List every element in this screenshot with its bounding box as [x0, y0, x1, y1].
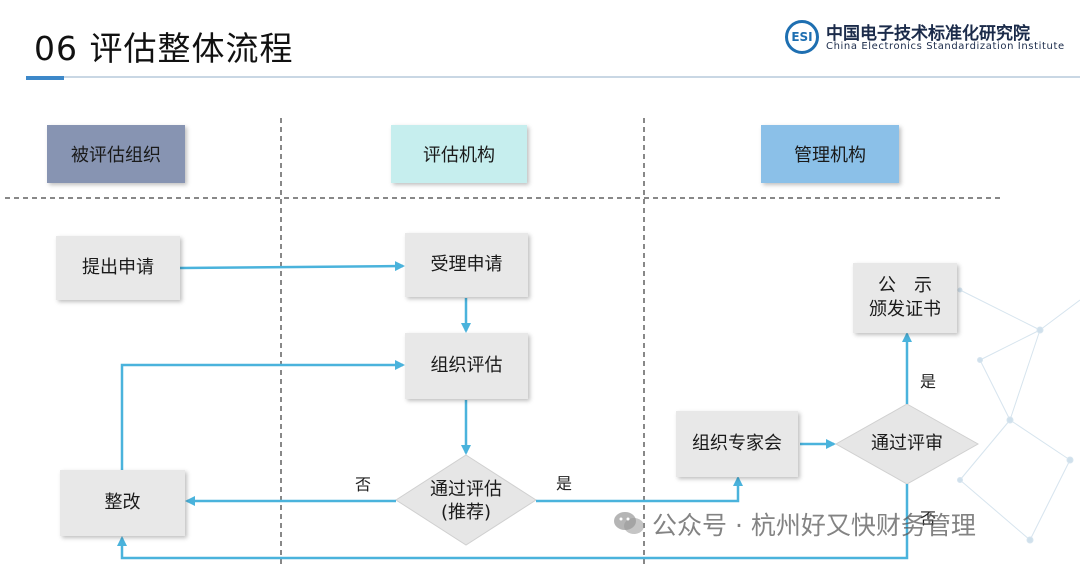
edge-label-yes-right: 是 [556, 474, 573, 493]
decision-pass-review [834, 403, 980, 485]
node-expert-meeting: 组织专家会 [676, 411, 798, 477]
arrow-decision-to-experts [536, 476, 743, 503]
institute-name-en: China Electronics Standardization Instit… [826, 41, 1065, 52]
arrow-submit-to-accept [179, 261, 405, 272]
node-label-line1: 公 示 [878, 274, 932, 296]
header-accent-bar [26, 76, 64, 80]
lane-header-assessment-agency: 评估机构 [391, 125, 527, 183]
node-rectify: 整改 [60, 470, 185, 536]
node-label: 整改 [104, 491, 141, 513]
node-organize-assessment: 组织评估 [405, 333, 528, 399]
arrow-rectify-to-organize [120, 360, 405, 470]
institute-logo-icon: ESI [785, 20, 819, 54]
node-label: 受理申请 [430, 253, 503, 275]
node-label: 提出申请 [82, 256, 154, 278]
node-label: 组织评估 [430, 354, 503, 376]
node-label-line2: 颁发证书 [869, 299, 941, 320]
watermark-text: 公众号 · 杭州好又快财务管理 [652, 511, 976, 540]
node-submit-application: 提出申请 [56, 236, 180, 300]
header-divider [26, 76, 1080, 78]
edge-label-yes-up: 是 [920, 372, 937, 391]
lane-header-label: 管理机构 [794, 145, 866, 166]
edge-label-no-left: 否 [355, 475, 372, 494]
lane-header-label: 被评估组织 [71, 145, 161, 166]
arrow-review-no-to-rectify [117, 484, 909, 560]
page-title: 06 评估整体流程 [34, 29, 294, 68]
background-network-decoration [957, 287, 1080, 544]
wechat-icon [614, 512, 644, 534]
lane-header-management-agency: 管理机构 [761, 125, 899, 183]
node-label: 组织专家会 [692, 432, 782, 454]
node-accept-application: 受理申请 [405, 233, 528, 297]
edge-label-no-down: 否 [920, 509, 937, 528]
node-publish-certificate: 公 示 颁发证书 [853, 263, 957, 333]
lane-header-assessed-org: 被评估组织 [47, 125, 185, 183]
decision-pass-assessment [395, 454, 537, 546]
lane-header-label: 评估机构 [423, 145, 495, 166]
institute-name-cn: 中国电子技术标准化研究院 [826, 24, 1030, 44]
